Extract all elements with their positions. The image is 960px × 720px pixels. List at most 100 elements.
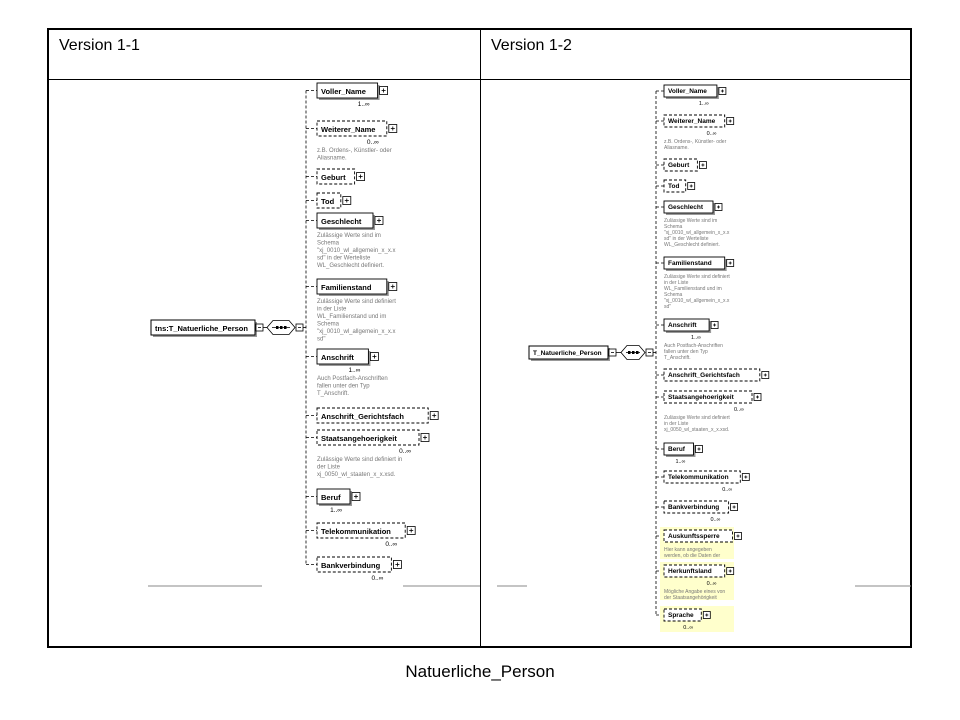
- multiplicity-label: 1..∞: [349, 367, 361, 374]
- annotation-line: Schema: [317, 322, 340, 328]
- element-box: [663, 470, 741, 484]
- multiplicity-label: 0..∞: [399, 448, 411, 455]
- annotation-line: fallen unter den Typ: [664, 349, 708, 355]
- schema-diagram-version-1-2: T_Natuerliche_Person Voller_Name 1..∞ Weite…: [528, 84, 770, 632]
- multiplicity-label: 0..∞: [722, 487, 732, 493]
- annotation-line: z.B. Ordens-, Künstler- oder: [317, 148, 392, 154]
- element-label: Anschrift: [668, 322, 697, 329]
- annotation-line: sd": [664, 304, 671, 310]
- element-box: [663, 564, 726, 578]
- element-label: Beruf: [321, 493, 341, 502]
- element-box: [316, 168, 356, 185]
- annotation-line: Aliasname.: [664, 145, 689, 151]
- element-label: Staatsangehoerigkeit: [321, 434, 397, 443]
- annotation-line: sd" in der Werteliste: [317, 256, 371, 262]
- annotation-line: sd": [317, 337, 325, 343]
- annotation-line: Zulässige Werte sind definiert in: [317, 457, 402, 463]
- column-header-version-1-1: Version 1-1: [59, 37, 140, 54]
- element-label: Familienstand: [321, 283, 372, 292]
- element-label: Sprache: [668, 612, 694, 619]
- element-box: [316, 488, 351, 505]
- annotation-line: Auch Postfach-Anschriften: [317, 376, 388, 382]
- v12-element-tod: Tod: [656, 179, 696, 193]
- multiplicity-label: 0..∞: [372, 575, 384, 582]
- element-box: [663, 84, 718, 98]
- annotation-line: Zulässige Werte sind im: [664, 218, 717, 224]
- v12-element-geburt: Geburt: [656, 158, 707, 172]
- comparison-table: [47, 28, 912, 648]
- multiplicity-label: 0..∞: [385, 541, 397, 548]
- element-box: [663, 442, 694, 456]
- element-label: Weiterer_Name: [668, 118, 716, 125]
- multiplicity-label: 1..∞: [675, 459, 685, 465]
- annotation-line: WL_Familienstand und im: [664, 286, 722, 292]
- annotation-line: in der Liste: [664, 280, 689, 286]
- annotation-line: Schema: [664, 224, 683, 230]
- element-box: [316, 212, 374, 229]
- element-label: Auskunftssperre: [668, 533, 720, 540]
- annotation-line: der Liste: [317, 465, 341, 471]
- v12-element-anschrift: Anschrift 1..∞ Auch Postfach-Anschriftenfa…: [656, 318, 723, 361]
- multiplicity-label: 1..∞: [691, 335, 701, 341]
- element-label: Anschrift_Gerichtsfach: [668, 372, 740, 379]
- element-label: Anschrift: [321, 353, 354, 362]
- element-label: Telekommunikation: [321, 527, 391, 536]
- v12-element-bankverbindung: Bankverbindung 0..∞: [656, 500, 738, 523]
- figure-caption: Natuerliche_Person: [405, 662, 555, 681]
- element-label: Beruf: [668, 446, 686, 453]
- element-label: Tod: [668, 183, 679, 190]
- annotation-line: "xj_0010_wl_allgemein_x_x.x: [317, 329, 396, 335]
- annotation-line: Zulässige Werte sind definiert: [317, 299, 396, 305]
- element-box: [316, 407, 429, 424]
- annotation-line: z.B. Ordens-, Künstler- oder: [664, 139, 727, 145]
- element-label: Herkunftsland: [668, 568, 712, 575]
- column-divider: [480, 28, 481, 648]
- element-label: Bankverbindung: [668, 504, 719, 511]
- annotation-line: in der Liste: [664, 421, 689, 427]
- element-box: [663, 368, 761, 382]
- v11-element-tod: Tod: [306, 192, 352, 209]
- element-box: [663, 529, 733, 543]
- element-label: Staatsangehoerigkeit: [668, 394, 735, 401]
- element-label: Geburt: [668, 162, 690, 169]
- multiplicity-label: 1..∞: [358, 101, 370, 108]
- annotation-line: Auch Postfach-Anschriften: [664, 343, 723, 349]
- annotation-line: Zulässige Werte sind definiert: [664, 274, 730, 280]
- annotation-line: Schema: [317, 241, 340, 247]
- element-box: [316, 278, 388, 295]
- element-label: Geschlecht: [668, 204, 704, 211]
- multiplicity-label: 0..∞: [367, 139, 379, 146]
- element-box: [663, 318, 710, 332]
- v11-sequence-compositor: [266, 320, 304, 335]
- v11-root-label: tns:T_Natuerliche_Person: [155, 324, 248, 333]
- v12-element-anschrift-gerichtsfach: Anschrift_Gerichtsfach: [656, 368, 770, 382]
- element-box: [663, 256, 726, 270]
- element-label: Voller_Name: [668, 88, 707, 95]
- multiplicity-label: 0..∞: [734, 407, 744, 413]
- v12-root-element: T_Natuerliche_Person: [528, 345, 617, 361]
- annotation-line: Aliasname.: [317, 156, 347, 162]
- annotation-line: WL_Familienstand und im: [317, 314, 386, 320]
- element-box: [663, 114, 726, 128]
- annotation-line: "xj_0010_wl_allgemein_x_x.x: [664, 230, 730, 236]
- annotation-line: xj_0050_wl_staaten_x_x.xsd.: [317, 472, 396, 478]
- multiplicity-label: 0..∞: [707, 131, 717, 137]
- annotation-line: Hier kann angegeben: [664, 547, 712, 553]
- multiplicity-label: 1..∞: [699, 101, 709, 107]
- element-label: Familienstand: [668, 260, 712, 267]
- element-box: [316, 348, 369, 365]
- element-box: [663, 158, 698, 172]
- v12-root-label: T_Natuerliche_Person: [533, 350, 602, 357]
- v12-element-voller-name: Voller_Name 1..∞: [656, 84, 727, 107]
- element-box: [316, 82, 379, 99]
- v11-element-geburt: Geburt: [306, 168, 366, 185]
- multiplicity-label: 0..∞: [711, 517, 721, 523]
- element-label: Voller_Name: [321, 87, 366, 96]
